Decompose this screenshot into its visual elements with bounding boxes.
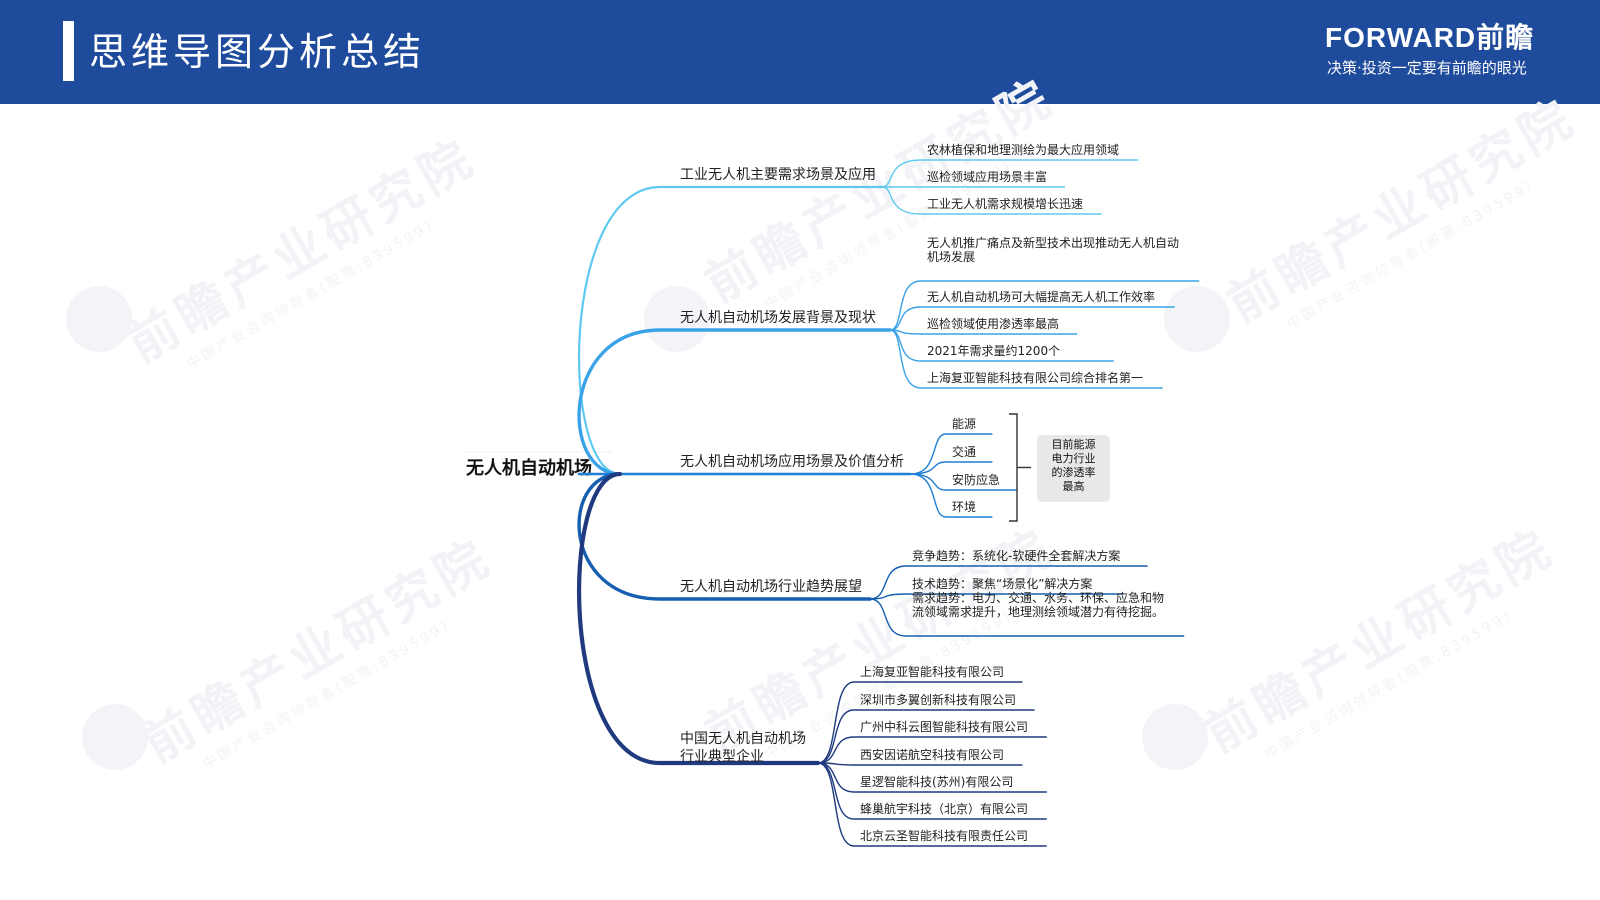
branch-label: 无人机自动机场行业趋势展望 [680, 579, 862, 595]
leaf-label: 2021年需求量约1200个 [927, 343, 1060, 358]
page-title: 思维导图分析总结 [89, 30, 426, 74]
branch-label: 无人机自动机场应用场景及价值分析 [680, 453, 904, 470]
leaf-connector [869, 565, 1148, 600]
leaf-label: 技术趋势：聚焦“场景化”解决方案 [912, 576, 1092, 591]
brand-slogan: 决策·投资一定要有前瞻的眼光 [1327, 59, 1527, 77]
leaf-label: 深圳市多翼创新科技有限公司 [860, 692, 1016, 707]
leaf-label: 巡检领域应用场景丰富 [927, 169, 1047, 184]
leaf-label: 巡检领域使用渗透率最高 [927, 316, 1059, 331]
note-text: 最高 [1063, 479, 1085, 493]
leaf-connector [889, 280, 1200, 331]
leaf-label: 环境 [952, 499, 976, 514]
branch-connector [577, 328, 892, 476]
leaf-label: 工业无人机需求规模增长迅速 [927, 196, 1083, 211]
title-accent-bar [63, 21, 74, 81]
leaf-label: 北京云圣智能科技有限责任公司 [860, 828, 1028, 843]
leaf-connector [909, 473, 993, 518]
leaf-connector [889, 329, 1163, 389]
leaf-connector [909, 433, 993, 475]
note-text: 电力行业 [1052, 452, 1096, 465]
leaf-connector [881, 186, 1102, 215]
leaf-connector [817, 762, 1047, 847]
leaf-connector [869, 593, 1124, 600]
branch-connector [578, 185, 884, 476]
note-text: 的渗透率 [1052, 465, 1096, 479]
leaf-connector [817, 709, 1035, 764]
leaf-connector [909, 473, 1017, 491]
leaf-label: 能源 [952, 417, 976, 431]
leaf-label: 农林植保和地理测绘为最大应用领域 [927, 142, 1119, 157]
leaf-connector [909, 461, 993, 475]
leaf-connector [889, 306, 1175, 331]
leaf-label: 广州中科云图智能科技有限公司 [860, 719, 1028, 734]
root-node-label: 无人机自动机场 [466, 457, 592, 479]
leaf-label: 竞争趋势：系统化-软硬件全套解决方案 [912, 548, 1120, 563]
leaf-label: 安防应急 [952, 472, 1000, 487]
leaf-label: 交通 [952, 444, 976, 459]
note-box [1037, 435, 1110, 502]
leaf-connector [817, 681, 1023, 764]
branch-label: 工业无人机主要需求场景及应用 [680, 166, 876, 183]
leaf-connector [817, 762, 1047, 793]
branch-label: 无人机自动机场发展背景及现状 [680, 310, 876, 326]
leaf-label: 上海复亚智能科技有限公司 [860, 664, 1004, 679]
leaf-label: 蜂巢航宇科技（北京）有限公司 [860, 801, 1028, 816]
leaf-label: 上海复亚智能科技有限公司综合排名第一 [927, 370, 1143, 385]
leaf-label: 西安因诺航空科技有限公司 [860, 747, 1004, 762]
leaf-connector [817, 762, 1023, 766]
bracket [1009, 413, 1018, 522]
branch-connector [577, 471, 821, 766]
leaf-connector [881, 159, 1139, 188]
leaf-label: 需求趋势：电力、交通、水务、环保、应急和物流领域需求提升，地理测绘领域潜力有待挖… [912, 590, 1164, 619]
leaf-label: 星逻智能科技(苏州)有限公司 [860, 774, 1013, 789]
leaf-connector [817, 736, 1047, 764]
leaf-label: 无人机自动机场可大幅提高无人机工作效率 [927, 289, 1155, 304]
leaf-connector [869, 598, 1185, 637]
leaf-label: 无人机推广痛点及新型技术出现推动无人机自动机场发展 [927, 235, 1179, 264]
header-bar: 思维导图分析总结 FORWARD前瞻 决策·投资一定要有前瞻的眼光 [0, 0, 1600, 104]
note-text: 目前能源 [1052, 437, 1096, 451]
brand-logo: FORWARD前瞻 [1325, 22, 1535, 53]
branch-label: 中国无人机自动机场行业典型企业 [680, 731, 806, 765]
